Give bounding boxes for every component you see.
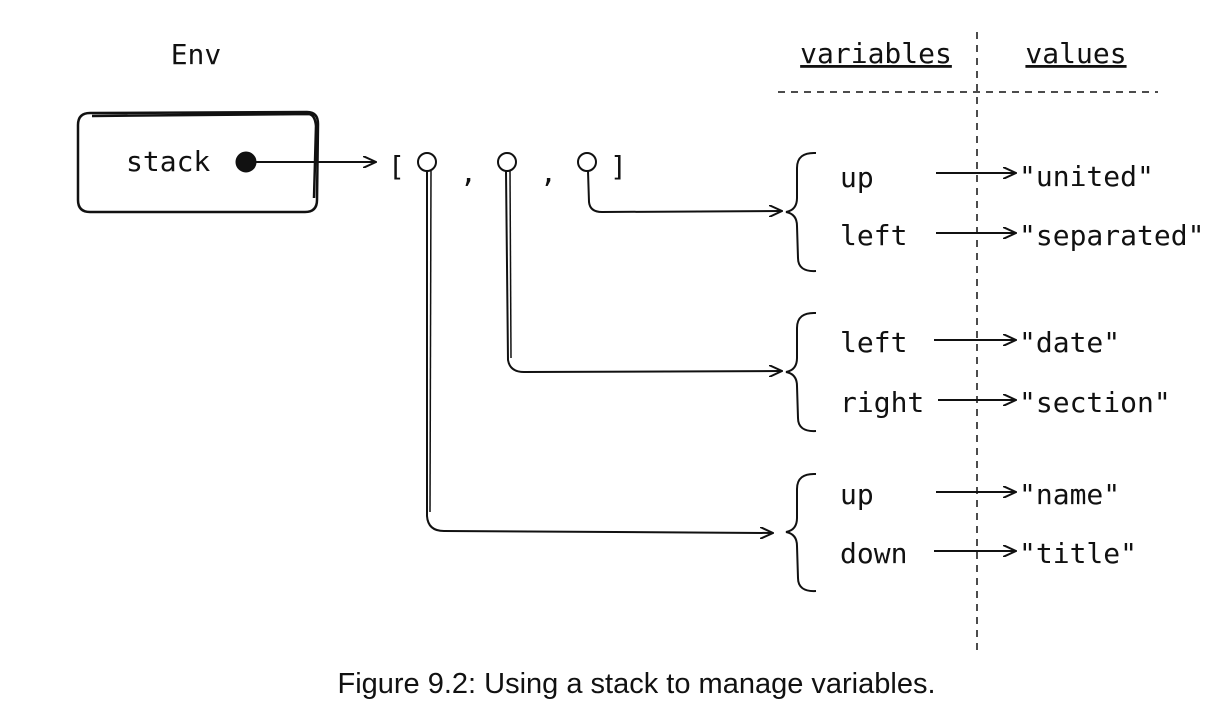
frame-3-var-2: down: [840, 537, 907, 570]
frame-2-value-2: "section": [1019, 386, 1171, 419]
array-slot-2-dot: [497, 152, 517, 172]
frame-2-value-1: "date": [1019, 326, 1120, 359]
array-open-bracket: [: [388, 150, 405, 183]
frame-2-var-1: left: [840, 326, 907, 359]
frame-1-var-1: up: [840, 161, 874, 194]
variables-header: variables: [800, 37, 952, 70]
slot-1-to-frame-3-arrow-stroke: [429, 170, 432, 513]
array-separator-2: ,: [540, 156, 557, 189]
env-box: [76, 110, 320, 214]
slot-2-to-frame-2-arrow: [505, 170, 782, 372]
values-header: values: [1025, 37, 1126, 70]
frame-1-value-1: "united": [1019, 160, 1154, 193]
frame-2-var-2: right: [840, 386, 924, 419]
frame-1-var-2: left: [840, 219, 907, 252]
array-slot-1-dot: [417, 152, 437, 172]
array-close-bracket: ]: [610, 150, 627, 183]
slot-2-to-frame-2-arrow-stroke: [509, 170, 512, 359]
frame-3-value-2: "title": [1019, 537, 1137, 570]
env-title: Env: [171, 38, 222, 71]
env-stack-label: stack: [126, 145, 210, 178]
frame-3-value-1: "name": [1019, 478, 1120, 511]
frame-1-brace: [785, 151, 817, 273]
frame-1-value-2: "separated": [1019, 219, 1204, 252]
frame-3-brace: [785, 472, 817, 593]
frame-2-brace: [785, 311, 817, 433]
slot-1-to-frame-3-arrow: [426, 171, 773, 533]
array-separator-1: ,: [460, 156, 477, 189]
array-slot-3-dot: [577, 152, 597, 172]
slot-3-to-frame-1-arrow: [587, 170, 782, 212]
frame-3-var-1: up: [840, 478, 874, 511]
figure-caption: Figure 9.2: Using a stack to manage vari…: [337, 668, 936, 700]
